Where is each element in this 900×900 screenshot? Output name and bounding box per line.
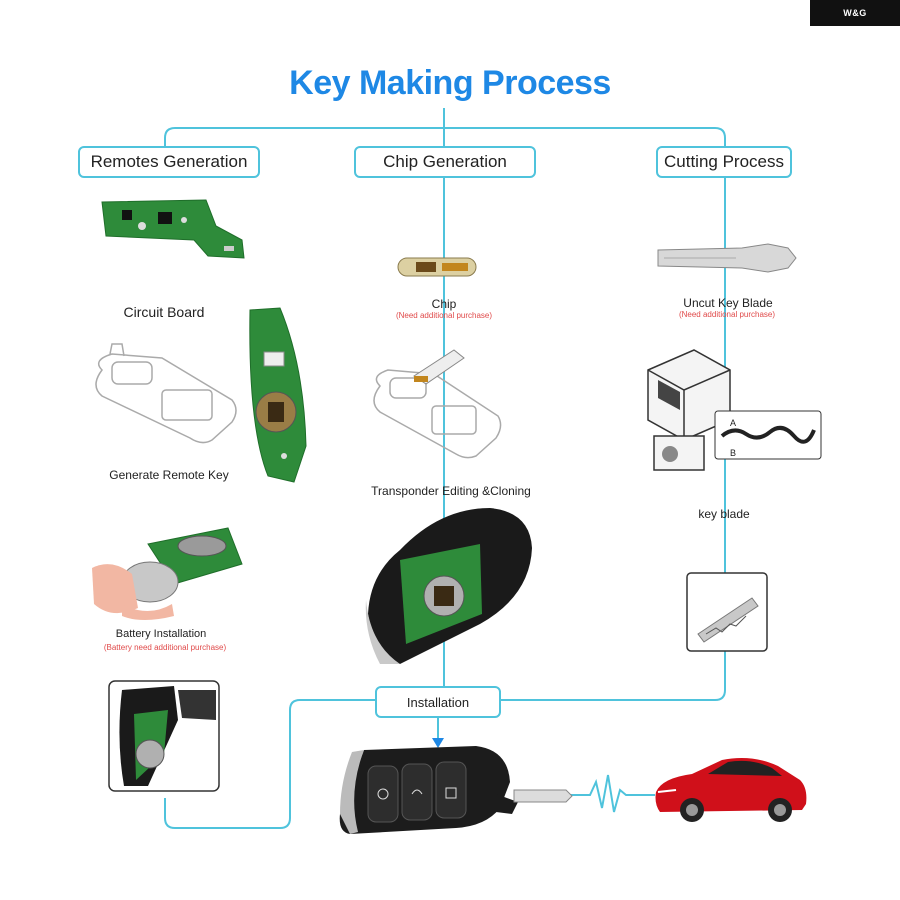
- page-title: Key Making Process: [289, 64, 611, 102]
- blade-profile-a-label: A: [730, 418, 736, 428]
- transponder-chip-image: [397, 257, 477, 277]
- cut-key-blade-photo: [686, 572, 768, 652]
- stage-remotes-generation: Remotes Generation: [78, 146, 260, 178]
- circuit-board-image: [101, 199, 245, 259]
- key-tool-outline-image: [95, 343, 237, 444]
- key-blade-tip-image: [513, 789, 573, 803]
- chip-label: Chip: [431, 297, 457, 311]
- transponder-editing-label: Transponder Editing &Cloning: [371, 484, 531, 498]
- key-cutting-machine-image: [647, 349, 731, 471]
- battery-installation-label: Battery Installation: [115, 628, 207, 640]
- uncut-key-blade-image: [657, 243, 797, 273]
- key-blade-label: key blade: [698, 507, 750, 521]
- brand-logo: W&G: [810, 0, 900, 26]
- transponder-tool-image: [373, 349, 502, 459]
- blade-note: (Need additional purchase): [678, 310, 776, 319]
- blade-profile-b-label: B: [730, 448, 736, 458]
- stage-chip-generation: Chip Generation: [354, 146, 536, 178]
- chip-note: (Need additional purchase): [395, 311, 493, 320]
- red-car-image: [655, 758, 807, 822]
- flip-key-open-image: [365, 508, 532, 664]
- battery-note: (Battery need additional purchase): [103, 643, 227, 652]
- finished-flip-key-image: [339, 746, 518, 834]
- uncut-key-blade-label: Uncut Key Blade: [683, 296, 773, 310]
- key-blade-profile-image: A B: [714, 410, 822, 460]
- stage-cutting-process: Cutting Process: [656, 146, 792, 178]
- generate-remote-key-label: Generate Remote Key: [109, 468, 229, 482]
- remote-pcb-image: [249, 307, 307, 483]
- circuit-board-label: Circuit Board: [123, 304, 205, 320]
- battery-installation-image: [92, 527, 243, 620]
- remote-battery-photo: [108, 680, 220, 792]
- installation-box: Installation: [375, 686, 501, 718]
